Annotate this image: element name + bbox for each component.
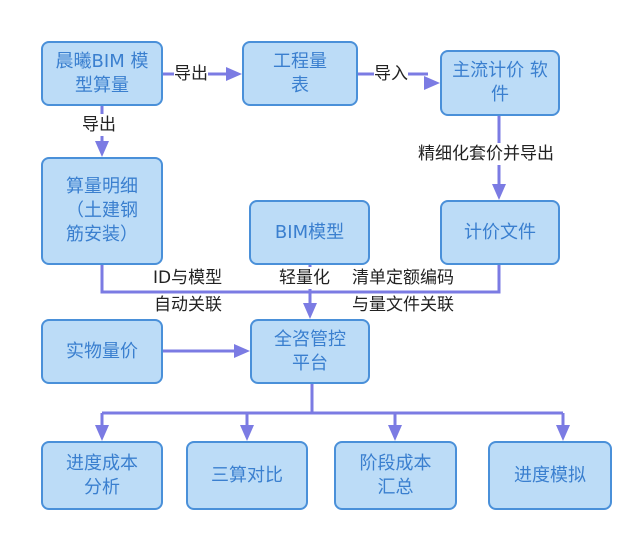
- node-platform[interactable]: 全咨管控 平台: [250, 319, 370, 384]
- arrow-head: [492, 184, 506, 200]
- edge-platform-to-outputs: [100, 384, 565, 428]
- node-physical-price[interactable]: 实物量价: [41, 319, 163, 384]
- arrow-head: [303, 303, 317, 319]
- node-pricing-file[interactable]: 计价文件: [440, 200, 560, 265]
- edge-label-export-right: 导出: [174, 63, 208, 85]
- node-pricing-software[interactable]: 主流计价 软件: [440, 50, 560, 116]
- node-progress-simulation[interactable]: 进度模拟: [488, 441, 612, 510]
- edge-label-code-link-2: 与量文件关联: [352, 294, 454, 316]
- arrow-head: [95, 141, 109, 157]
- edge-label-code-link-1: 清单定额编码: [352, 267, 454, 289]
- node-three-calc-compare[interactable]: 三算对比: [186, 441, 308, 510]
- arrow-head: [95, 425, 109, 441]
- node-progress-cost-analysis[interactable]: 进度成本 分析: [41, 441, 163, 510]
- arrow-head: [556, 425, 570, 441]
- node-quantity-table[interactable]: 工程量 表: [242, 41, 358, 106]
- arrow-head: [240, 425, 254, 441]
- edge-quantity-detail-to-platform: [100, 265, 310, 294]
- edge-label-lightweight: 轻量化: [279, 267, 330, 289]
- node-stage-cost-summary[interactable]: 阶段成本 汇总: [334, 441, 457, 510]
- node-chenxi-bim[interactable]: 晨曦BIM 模型算量: [41, 41, 163, 106]
- edge-label-id-link-1: ID与模型: [153, 267, 223, 289]
- edge-label-id-link-2: 自动关联: [154, 294, 222, 316]
- edge-label-refine-export: 精细化套价并导出: [418, 143, 554, 165]
- arrow-head: [424, 76, 440, 90]
- edge-label-import: 导入: [374, 63, 408, 85]
- arrow-head: [226, 67, 242, 81]
- arrow-head: [388, 425, 402, 441]
- node-quantity-detail[interactable]: 算量明细 （土建钢 筋安装）: [41, 157, 163, 265]
- edge-pricing-file-to-platform: [310, 265, 501, 294]
- arrow-head: [234, 344, 250, 358]
- node-bim-model[interactable]: BIM模型: [249, 200, 370, 265]
- edge-label-export-down: 导出: [82, 114, 116, 136]
